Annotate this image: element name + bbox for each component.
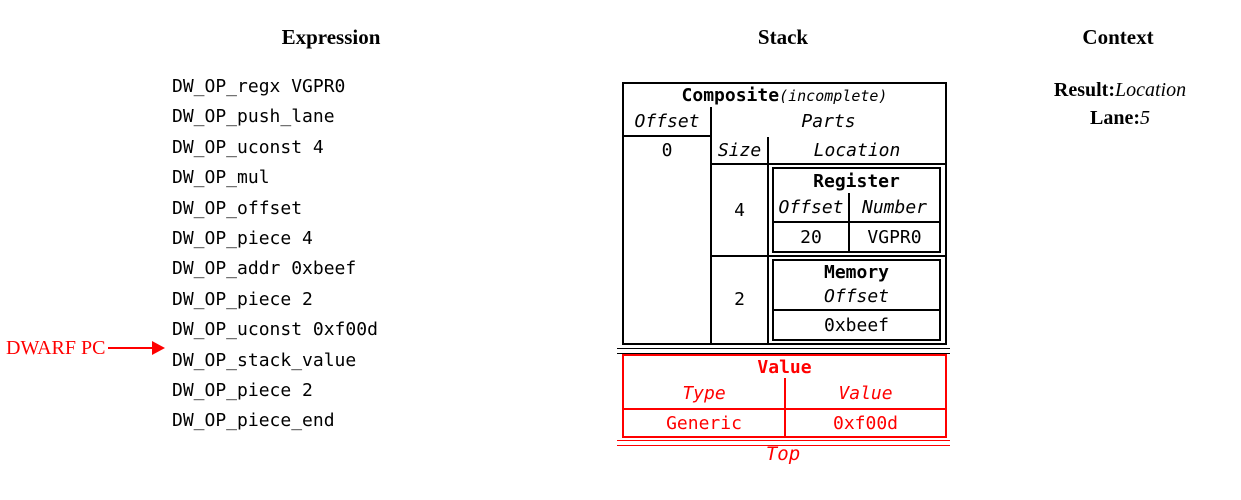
stack-top-label: Top xyxy=(765,443,801,465)
register-offset-value: 20 xyxy=(800,226,822,248)
dwarf-pc-label: DWARF PC xyxy=(6,337,106,359)
composite-parts-header: Parts xyxy=(801,110,856,132)
register-header-rule xyxy=(774,221,939,223)
expression-op: DW_OP_stack_value xyxy=(172,349,357,371)
expression-op: DW_OP_mul xyxy=(172,167,270,189)
context-lane-value: 5 xyxy=(1140,107,1150,129)
part-size-value: 2 xyxy=(734,288,745,310)
memory-header-rule xyxy=(774,309,939,311)
expression-op: DW_OP_piece 2 xyxy=(172,288,313,310)
expression-op: DW_OP_addr 0xbeef xyxy=(172,258,357,280)
register-location-table: Register Offset Number 20 VGPR0 xyxy=(772,167,941,253)
expression-op: DW_OP_uconst 4 xyxy=(172,136,324,158)
memory-location-table: Memory Offset 0xbeef xyxy=(772,259,941,341)
context-result-label: Result: xyxy=(1053,79,1115,101)
expression-op: DW_OP_push_lane xyxy=(172,106,335,128)
parts-row-divider xyxy=(710,255,945,257)
column-header-context: Context xyxy=(1082,25,1154,49)
composite-offset-header: Offset xyxy=(634,110,700,132)
memory-title: Memory xyxy=(823,261,890,283)
context-result-value: Location xyxy=(1114,79,1187,101)
memory-offset-header: Offset xyxy=(823,285,890,307)
expression-op-list: DW_OP_regx VGPR0 DW_OP_push_lane DW_OP_u… xyxy=(172,72,378,437)
context-result-line: Result:Location xyxy=(1020,79,1220,102)
parts-size-header: Size xyxy=(717,139,762,161)
register-offset-header: Offset xyxy=(778,196,844,218)
expression-op: DW_OP_piece 4 xyxy=(172,227,313,249)
context-lane-line: Lane:5 xyxy=(1020,107,1220,130)
value-entry-title: Value xyxy=(757,356,812,378)
expression-op: DW_OP_regx VGPR0 xyxy=(172,76,346,97)
value-value-value: 0xf00d xyxy=(832,412,899,434)
parts-size-location-divider xyxy=(767,137,769,343)
stack-value-entry: Value Type Value Generic 0xf00d xyxy=(622,354,947,438)
register-number-header: Number xyxy=(861,196,928,218)
register-number-value: VGPR0 xyxy=(867,226,922,248)
register-title: Register xyxy=(813,170,900,192)
value-col-divider xyxy=(784,378,786,436)
value-type-value: Generic xyxy=(666,412,742,434)
expression-op: DW_OP_uconst 0xf00d xyxy=(172,319,378,341)
parts-header-rule xyxy=(710,163,945,165)
expression-op: DW_OP_piece 2 xyxy=(172,379,313,401)
stack-composite-entry: Composite(incomplete) Offset 0 Parts Siz… xyxy=(622,82,947,345)
composite-title-row: Composite(incomplete) xyxy=(624,84,945,107)
value-type-header: Type xyxy=(682,382,726,404)
composite-offset-value: 0 xyxy=(661,139,673,161)
part-size-value: 4 xyxy=(734,199,745,221)
expression-op: DW_OP_offset xyxy=(172,197,303,219)
memory-offset-value: 0xbeef xyxy=(823,314,890,336)
parts-location-header: Location xyxy=(813,139,901,161)
column-header-stack: Stack xyxy=(757,25,809,49)
dwarf-pc-arrow xyxy=(108,347,153,349)
composite-title: Composite xyxy=(681,85,780,106)
composite-incomplete-flag: (incomplete) xyxy=(779,86,888,105)
column-header-expression: Expression xyxy=(281,25,381,49)
value-header-rule xyxy=(624,408,945,410)
dwarf-pc-arrowhead-icon xyxy=(152,341,165,355)
stack-entry-separator xyxy=(617,348,950,354)
value-value-header: Value xyxy=(838,382,893,404)
expression-op: DW_OP_piece_end xyxy=(172,410,335,432)
stack-top-separator xyxy=(617,440,950,446)
context-lane-label: Lane: xyxy=(1090,107,1140,129)
composite-offset-parts-divider xyxy=(710,107,712,343)
composite-offset-header-rule xyxy=(624,135,710,137)
